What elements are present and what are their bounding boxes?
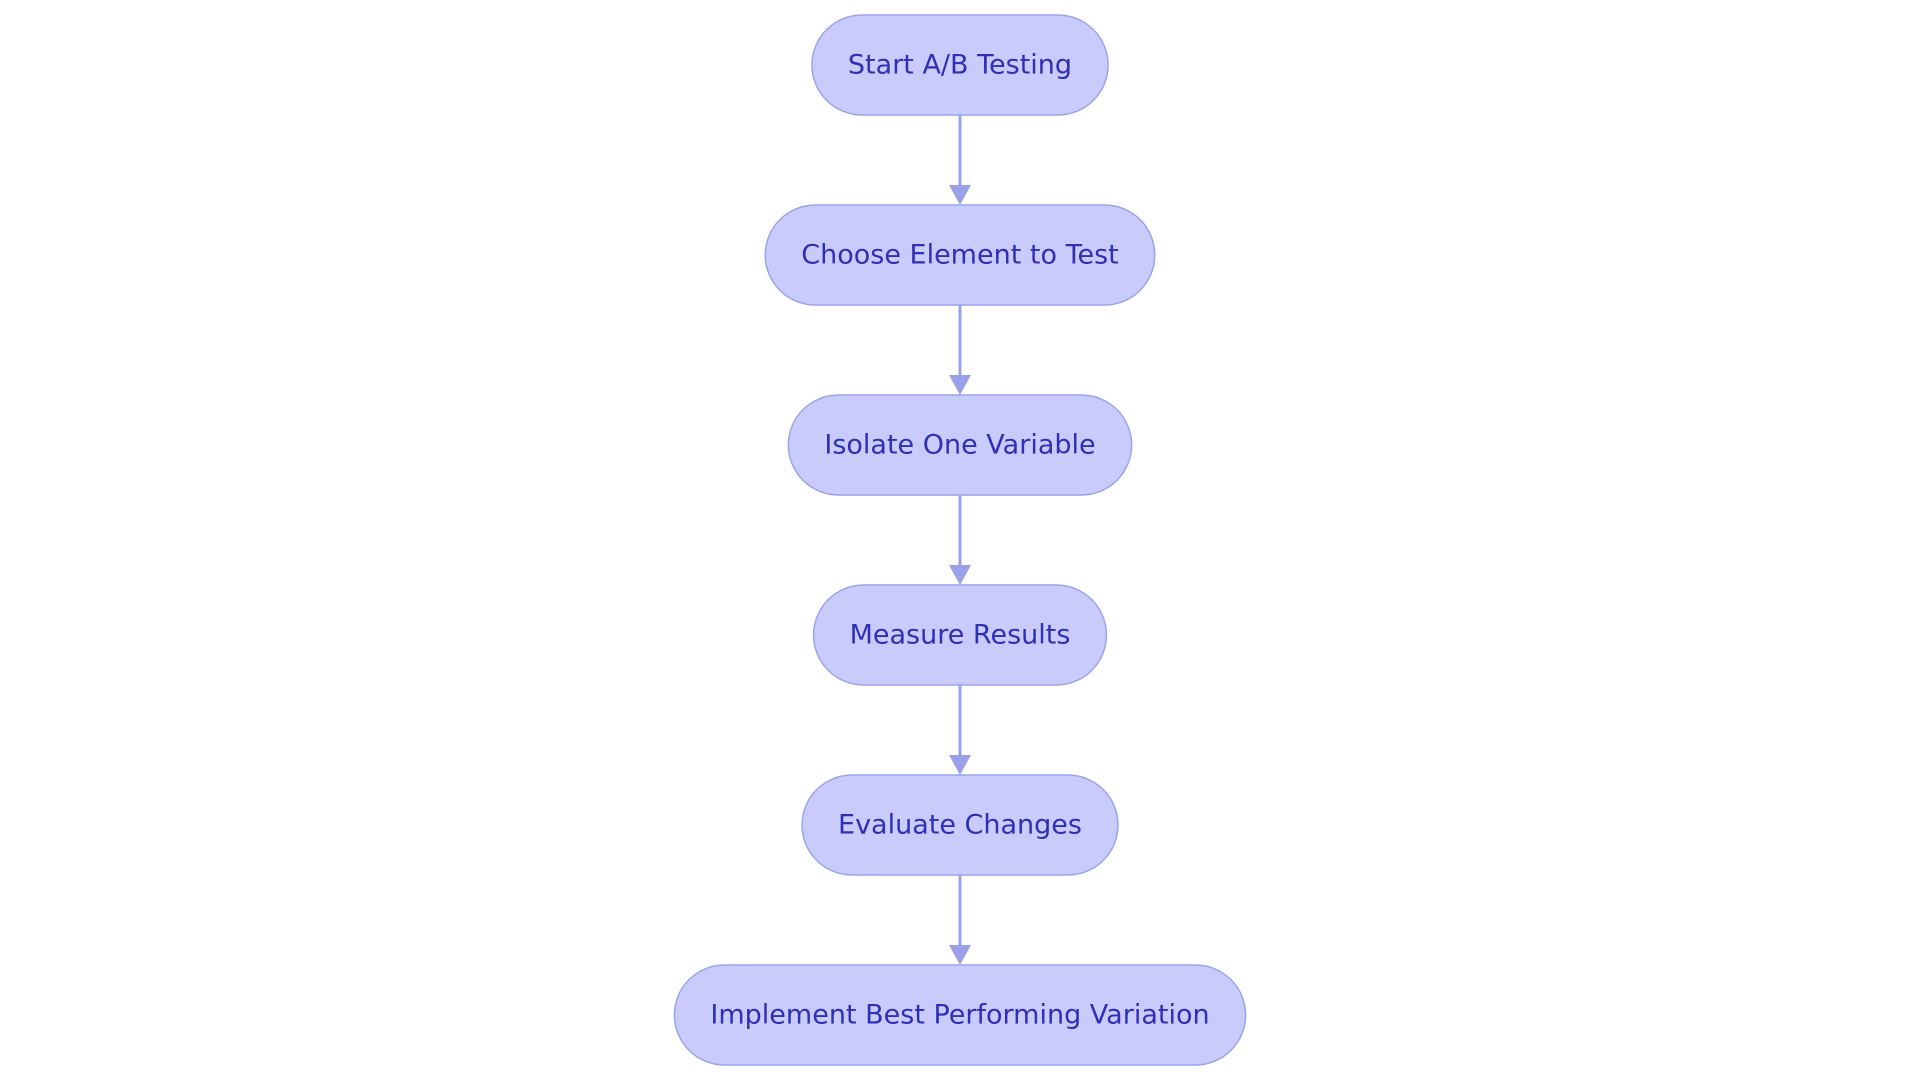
node-label-implement: Implement Best Performing Variation bbox=[710, 1000, 1209, 1031]
node-choose: Choose Element to Test bbox=[764, 204, 1156, 306]
arrowhead-icon bbox=[949, 375, 971, 395]
arrowhead-icon bbox=[949, 755, 971, 775]
node-start: Start A/B Testing bbox=[811, 14, 1109, 116]
node-box-implement bbox=[673, 964, 1247, 1066]
edge-evaluate-to-implement bbox=[949, 875, 971, 965]
node-box-evaluate bbox=[801, 774, 1119, 876]
edge-isolate-to-measure bbox=[949, 495, 971, 585]
node-box-choose bbox=[764, 204, 1156, 306]
node-label-start: Start A/B Testing bbox=[848, 50, 1072, 81]
node-box-start bbox=[811, 14, 1109, 116]
node-implement: Implement Best Performing Variation bbox=[673, 964, 1247, 1066]
node-label-choose: Choose Element to Test bbox=[801, 240, 1119, 271]
node-evaluate: Evaluate Changes bbox=[801, 774, 1119, 876]
arrowhead-icon bbox=[949, 945, 971, 965]
edge-measure-to-evaluate bbox=[949, 685, 971, 775]
edges-layer bbox=[949, 115, 971, 965]
node-label-measure: Measure Results bbox=[850, 620, 1071, 651]
node-isolate: Isolate One Variable bbox=[787, 394, 1133, 496]
node-label-isolate: Isolate One Variable bbox=[824, 430, 1095, 461]
edge-choose-to-isolate bbox=[949, 305, 971, 395]
arrowhead-icon bbox=[949, 565, 971, 585]
node-box-measure bbox=[812, 584, 1108, 686]
arrowhead-icon bbox=[949, 185, 971, 205]
node-label-evaluate: Evaluate Changes bbox=[838, 810, 1082, 841]
node-measure: Measure Results bbox=[812, 584, 1108, 686]
node-box-isolate bbox=[787, 394, 1133, 496]
edge-start-to-choose bbox=[949, 115, 971, 205]
